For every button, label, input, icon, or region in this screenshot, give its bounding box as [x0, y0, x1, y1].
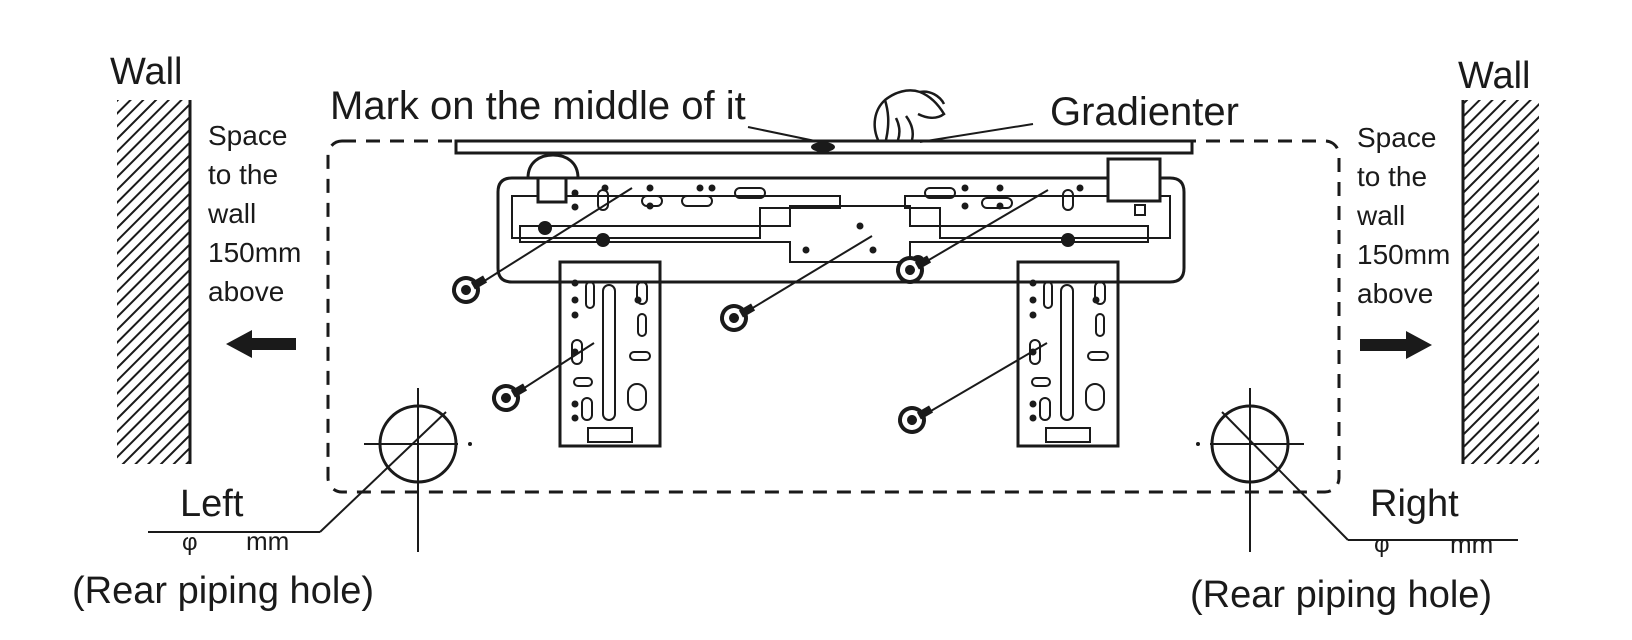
left-wall: Wall — [110, 51, 192, 464]
right-phi-symbol: φ — [1374, 531, 1390, 558]
screw-icon — [891, 189, 1049, 289]
left-title: Left — [180, 483, 244, 525]
left-space-line-5: above — [208, 276, 284, 307]
right-wall-label: Wall — [1458, 55, 1530, 97]
left-wall-label: Wall — [110, 51, 182, 93]
left-space-line-1: Space — [208, 120, 287, 151]
screw-icon — [487, 342, 595, 417]
right-bracket — [1016, 260, 1120, 448]
left-wall-hatch — [117, 100, 190, 464]
right-space-line-1: Space — [1357, 122, 1436, 153]
left-space-note: Space to the wall 150mm above — [207, 120, 301, 307]
left-phi-symbol: φ — [182, 529, 198, 556]
right-mm-unit: mm — [1450, 529, 1493, 559]
right-space-line-2: to the — [1357, 161, 1427, 192]
right-space-note: Space to the wall 150mm above — [1356, 122, 1450, 309]
right-rear-piping-hole: Right φ mm (Rear piping hole) — [1190, 388, 1518, 616]
left-bracket — [558, 260, 662, 448]
right-wall-hatch — [1463, 100, 1539, 464]
right-title: Right — [1370, 483, 1459, 525]
left-rear-piping-label: (Rear piping hole) — [72, 570, 374, 612]
right-rear-piping-label: (Rear piping hole) — [1190, 574, 1492, 616]
right-space-line-3: wall — [1356, 200, 1405, 231]
unit-outline-dashed — [326, 139, 1341, 494]
left-rear-piping-hole: Left φ mm (Rear piping hole) — [72, 388, 472, 612]
right-space-line-5: above — [1357, 278, 1433, 309]
mark-middle-label: Mark on the middle of it — [330, 84, 746, 128]
left-space-line-4: 150mm — [208, 237, 301, 268]
left-arrow-icon — [226, 330, 296, 358]
gradienter-bar — [454, 123, 1194, 155]
screw-icon — [447, 187, 633, 309]
right-wall: Wall — [1458, 55, 1539, 464]
right-arrow-icon — [1360, 331, 1432, 359]
right-space-line-4: 150mm — [1357, 239, 1450, 270]
screw-icon — [715, 235, 873, 337]
gradienter-label: Gradienter — [1050, 90, 1239, 134]
screw-icon — [893, 342, 1048, 439]
hand-icon — [873, 89, 946, 141]
left-space-line-2: to the — [208, 159, 278, 190]
left-space-line-3: wall — [207, 198, 256, 229]
mounting-plate — [496, 153, 1186, 284]
left-mm-unit: mm — [246, 526, 289, 556]
